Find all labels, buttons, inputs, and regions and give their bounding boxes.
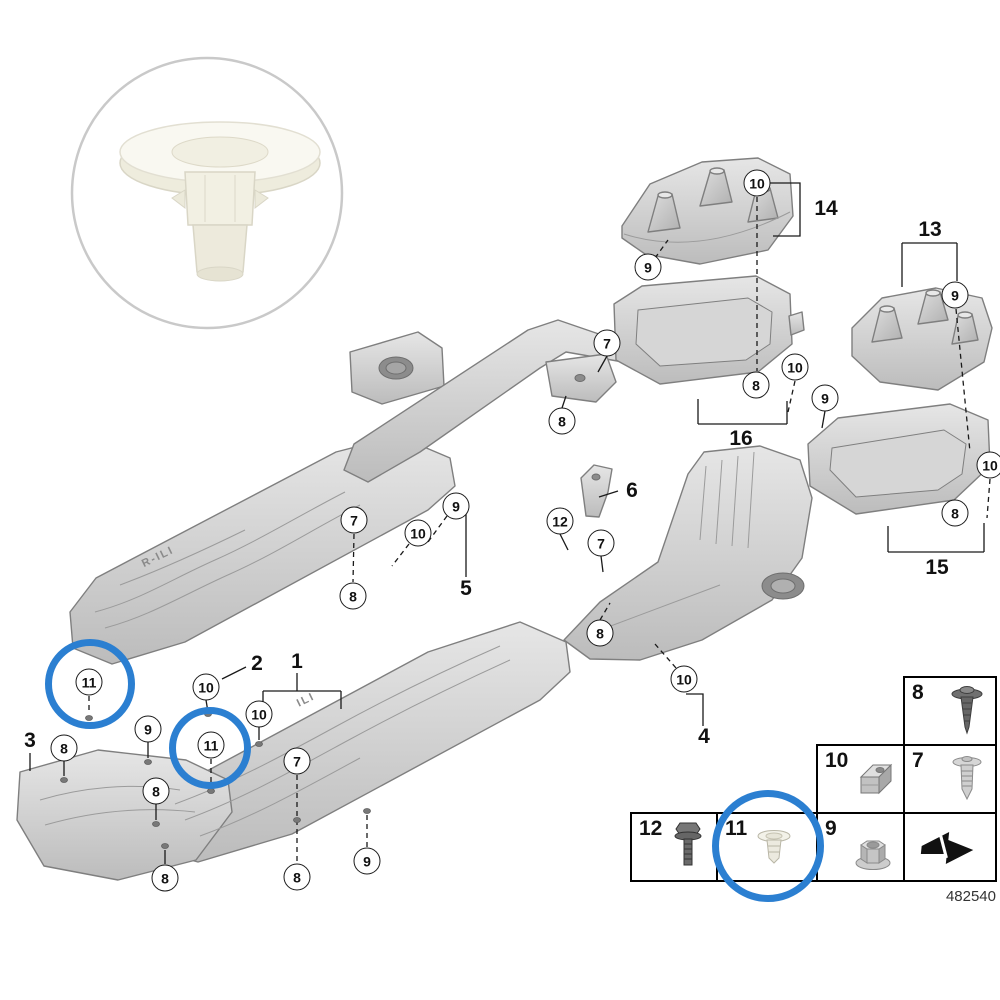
highlight-ring (169, 707, 251, 789)
legend-item-number: 9 (825, 817, 837, 840)
callout-8: 8 (941, 499, 969, 527)
legend-cell-flange-bolt: 12 (630, 812, 718, 882)
callout-9: 9 (442, 492, 470, 520)
flange-nut-icon (855, 840, 891, 870)
part-label-14: 14 (814, 197, 838, 220)
legend-cell-direction (903, 812, 997, 882)
callout-8: 8 (283, 863, 311, 891)
part-label-1: 1 (291, 650, 303, 673)
part-label-3: 3 (24, 729, 36, 752)
legend-cell-clip-nut: 10 (816, 744, 905, 814)
callout-10: 10 (781, 353, 809, 381)
callout-9: 9 (134, 715, 162, 743)
clip-nut-icon (859, 763, 893, 795)
callout-8: 8 (548, 407, 576, 435)
callout-10: 10 (743, 169, 771, 197)
part-label-6: 6 (626, 479, 638, 502)
callout-9: 9 (811, 384, 839, 412)
direction-arrow-icon (920, 832, 974, 864)
highlight-ring (712, 790, 824, 902)
leader-lines (29, 182, 985, 864)
legend-cell-expanding-rivet: 7 (903, 744, 997, 814)
legend-item-number: 10 (825, 749, 849, 772)
screw-rivet-icon (951, 686, 983, 735)
part-label-2: 2 (251, 652, 263, 675)
callout-8: 8 (339, 582, 367, 610)
legend-cell-screw-rivet: 8 (903, 676, 997, 746)
legend-item-number: 8 (912, 681, 924, 704)
callout-9: 9 (353, 847, 381, 875)
callout-7: 7 (593, 329, 621, 357)
callout-8: 8 (586, 619, 614, 647)
legend-item-number: 7 (912, 749, 924, 772)
callout-7: 7 (283, 747, 311, 775)
panel-holes (378, 356, 805, 600)
expanding-rivet-photo (119, 121, 321, 282)
part-label-13: 13 (918, 218, 942, 241)
part-label-5: 5 (460, 577, 472, 600)
callout-8: 8 (151, 864, 179, 892)
callout-8: 8 (50, 734, 78, 762)
highlight-ring (45, 639, 135, 729)
callout-10: 10 (245, 700, 273, 728)
callout-10: 10 (192, 673, 220, 701)
callout-8: 8 (142, 777, 170, 805)
callout-10: 10 (670, 665, 698, 693)
callout-10: 10 (404, 519, 432, 547)
callout-7: 7 (587, 529, 615, 557)
part-label-16: 16 (729, 427, 753, 450)
callout-9: 9 (941, 281, 969, 309)
diagram-number: 482540 (945, 888, 996, 905)
part-label-15: 15 (925, 556, 949, 579)
legend-cell-flange-nut: 9 (816, 812, 905, 882)
part-label-4: 4 (698, 725, 710, 748)
fastener-photo-inset (70, 56, 344, 330)
legend-item-number: 12 (639, 817, 663, 840)
callout-12: 12 (546, 507, 574, 535)
callout-8: 8 (742, 371, 770, 399)
expanding-rivet-icon (952, 756, 982, 801)
callout-10: 10 (976, 451, 1000, 479)
flange-bolt-icon (674, 822, 702, 866)
callout-9: 9 (634, 253, 662, 281)
panel-ribs (39, 211, 791, 837)
callout-7: 7 (340, 506, 368, 534)
